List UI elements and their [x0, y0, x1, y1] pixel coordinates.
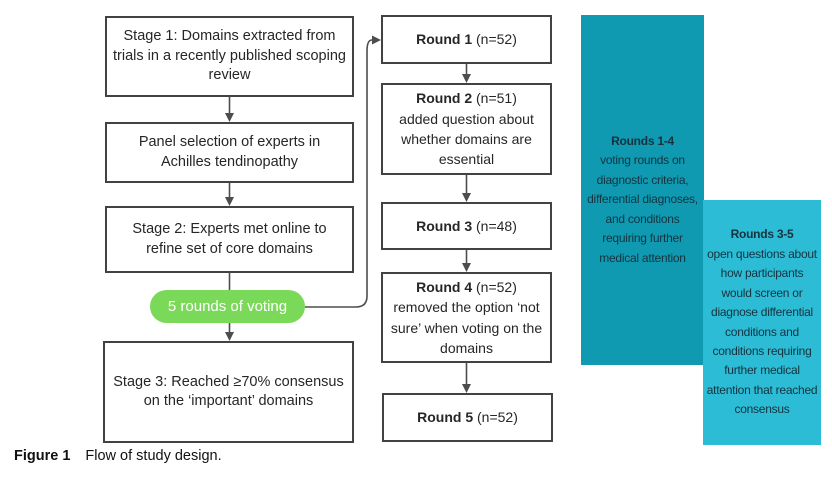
- side-note-rounds-1-4-title: Rounds 1-4: [611, 133, 674, 148]
- arrow-pill-to-stage3-head: [225, 332, 234, 341]
- figure-caption: Figure 1 Flow of study design.: [14, 448, 222, 464]
- round3-heading: Round 3 (n=48): [416, 216, 517, 236]
- round4-n: (n=52): [472, 278, 517, 295]
- arrow-round1-to-round2-head: [462, 74, 471, 83]
- arrow-round3-to-round4-head: [462, 263, 471, 272]
- voting-rounds-pill: 5 rounds of voting: [150, 290, 305, 323]
- curve-pill-to-round1: [305, 39, 373, 308]
- round2-detail: added question about whether domains are…: [399, 110, 534, 168]
- round2-box: Round 2 (n=51) added question about whet…: [381, 83, 552, 175]
- round1-n: (n=52): [472, 31, 517, 48]
- round2-heading: Round 2 (n=51): [416, 88, 517, 108]
- round1-box: Round 1 (n=52): [381, 15, 552, 64]
- panel-selection-box: Panel selection of experts in Achilles t…: [105, 122, 354, 183]
- arrow-round4-to-round5-head: [462, 384, 471, 393]
- curve-pill-to-round1-head: [372, 35, 381, 45]
- stage1-box: Stage 1: Domains extracted from trials i…: [105, 16, 354, 97]
- stage1-text: Stage 1: Domains extracted from trials i…: [113, 28, 346, 84]
- round2-title: Round 2: [416, 90, 473, 107]
- arrow-panel-to-stage2-head: [225, 197, 234, 206]
- figure-caption-label: Figure 1: [14, 448, 71, 464]
- round1-heading: Round 1 (n=52): [416, 29, 517, 49]
- side-note-rounds-1-4-body: voting rounds on diagnostic criteria, di…: [587, 153, 698, 265]
- round5-title: Round 5: [417, 409, 474, 426]
- voting-rounds-pill-text: 5 rounds of voting: [167, 298, 288, 315]
- panel-selection-text: Panel selection of experts in Achilles t…: [138, 134, 321, 170]
- round1-title: Round 1: [416, 31, 473, 48]
- round5-box: Round 5 (n=52): [382, 393, 553, 442]
- side-note-rounds-3-5-title: Rounds 3-5: [730, 227, 794, 242]
- round3-title: Round 3: [416, 217, 473, 234]
- stage2-box: Stage 2: Experts met online to refine se…: [105, 206, 354, 273]
- side-note-rounds-3-5-body: open questions about how participants wo…: [706, 246, 818, 417]
- round4-detail: removed the option ‘not sure’ when votin…: [390, 299, 543, 356]
- round5-heading: Round 5 (n=52): [417, 407, 518, 427]
- round4-heading: Round 4 (n=52): [416, 277, 517, 297]
- stage3-box: Stage 3: Reached ≥70% consensus on the ‘…: [103, 341, 354, 443]
- stage2-text: Stage 2: Experts met online to refine se…: [132, 221, 327, 257]
- stage3-text: Stage 3: Reached ≥70% consensus on the ‘…: [113, 373, 344, 409]
- round3-n: (n=48): [472, 217, 517, 234]
- round4-box: Round 4 (n=52) removed the option ‘not s…: [381, 272, 552, 363]
- side-note-rounds-1-4: Rounds 1-4 voting rounds on diagnostic c…: [581, 15, 704, 365]
- round5-n: (n=52): [473, 409, 518, 426]
- arrow-round2-to-round3-head: [462, 193, 471, 202]
- round4-title: Round 4: [416, 278, 473, 295]
- round3-box: Round 3 (n=48): [381, 202, 552, 250]
- side-note-rounds-3-5: Rounds 3-5 open questions about how part…: [703, 200, 821, 445]
- round2-n: (n=51): [472, 90, 517, 107]
- arrow-stage1-to-panel-head: [225, 113, 234, 122]
- figure-caption-text: Flow of study design.: [85, 448, 222, 464]
